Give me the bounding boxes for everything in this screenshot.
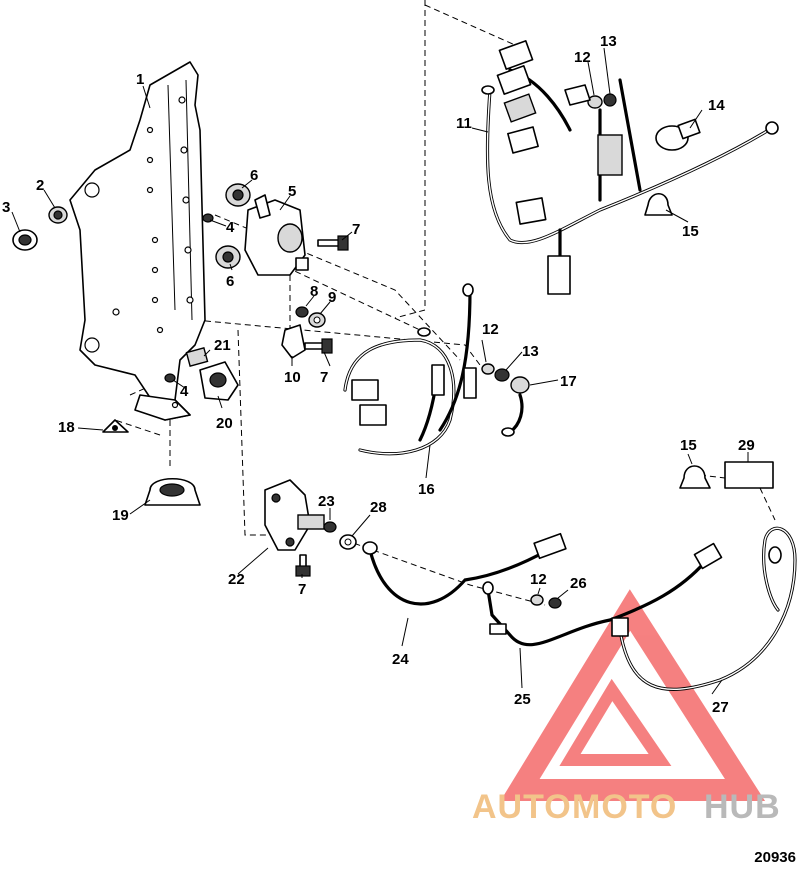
callout-5: 5 — [288, 183, 296, 200]
fuse-holder-20 — [199, 361, 239, 401]
callout-labels: 1 2 3 4 4 5 6 6 7 7 7 8 9 10 11 12 12 12… — [2, 33, 755, 716]
rectifier-22 — [264, 479, 325, 551]
callout-26: 26 — [570, 575, 587, 592]
harness-27 — [611, 526, 797, 691]
callout-14: 14 — [708, 97, 725, 114]
watermark-moto: MOTO — [572, 788, 677, 826]
mount-6b — [215, 245, 241, 269]
callout-24: 24 — [392, 651, 409, 668]
nut-13b — [494, 368, 510, 382]
nut-26 — [548, 597, 562, 609]
bolt-7b — [304, 338, 333, 354]
callout-6a: 6 — [250, 167, 258, 184]
nut-23 — [323, 521, 337, 533]
ground-wire-17 — [501, 376, 530, 437]
clip-15b — [679, 465, 711, 489]
washer-12c — [530, 594, 544, 606]
watermark-logo: AUTO MOTO HUB — [472, 788, 781, 826]
callout-21: 21 — [214, 337, 231, 354]
callout-3: 3 — [2, 199, 10, 216]
callout-13a: 13 — [600, 33, 617, 50]
mount-6a — [225, 183, 251, 207]
callout-4b: 4 — [180, 383, 189, 400]
box-29 — [724, 461, 774, 489]
washer-12b — [481, 363, 495, 375]
sub-harness-16 — [343, 283, 477, 456]
assembly-dashed-lines — [114, 0, 776, 606]
bolt-7a — [317, 235, 349, 251]
callout-15a: 15 — [682, 223, 699, 240]
callout-9: 9 — [328, 289, 336, 306]
callout-7b: 7 — [320, 369, 328, 386]
clip-10 — [281, 324, 306, 359]
callout-20: 20 — [216, 415, 233, 432]
callout-4a: 4 — [226, 219, 235, 236]
callout-2: 2 — [36, 177, 44, 194]
watermark-triangle — [500, 589, 766, 801]
callout-13b: 13 — [522, 343, 539, 360]
callout-28: 28 — [370, 499, 387, 516]
harness-25 — [482, 542, 723, 647]
clip-15a — [644, 192, 673, 216]
callout-17: 17 — [560, 373, 577, 390]
callout-11: 11 — [456, 115, 472, 132]
callout-12b: 12 — [482, 321, 499, 338]
nut-8 — [295, 306, 309, 318]
wiring-harness-11 — [481, 40, 779, 295]
callout-23: 23 — [318, 493, 335, 510]
callout-12a: 12 — [574, 49, 591, 66]
callout-8: 8 — [310, 283, 318, 300]
callout-18: 18 — [58, 419, 75, 436]
figure-number: 20936 — [754, 849, 796, 866]
grommet-3 — [12, 229, 38, 251]
callout-22: 22 — [228, 571, 245, 588]
cable-24 — [362, 532, 567, 606]
callout-12c: 12 — [530, 571, 547, 588]
clamp-19 — [144, 478, 201, 506]
eyelet-top — [564, 84, 591, 106]
callout-1: 1 — [136, 71, 144, 88]
clip-18 — [102, 419, 129, 433]
washer-28 — [339, 534, 357, 550]
solenoid-5 — [244, 194, 309, 276]
callout-15b: 15 — [680, 437, 697, 454]
callout-6b: 6 — [226, 273, 234, 290]
bushing-2 — [48, 206, 68, 224]
watermark-hub: HUB — [704, 788, 781, 826]
callout-7c: 7 — [298, 581, 306, 598]
nut-12a — [587, 95, 603, 109]
leader-lines — [11, 47, 749, 695]
callout-25: 25 — [514, 691, 531, 708]
screw-4b — [164, 373, 176, 383]
callout-16: 16 — [418, 481, 435, 498]
watermark-auto: AUTO — [472, 788, 572, 826]
callout-7a: 7 — [352, 221, 360, 238]
callout-19: 19 — [112, 507, 129, 524]
callout-29: 29 — [738, 437, 755, 454]
washer-9 — [308, 312, 326, 328]
sensor-14 — [655, 118, 701, 151]
bolt-7c — [295, 554, 311, 577]
nut-13a — [603, 93, 617, 107]
bracket-plate-1 — [69, 61, 206, 421]
callout-10: 10 — [284, 369, 301, 386]
callout-27: 27 — [712, 699, 729, 716]
